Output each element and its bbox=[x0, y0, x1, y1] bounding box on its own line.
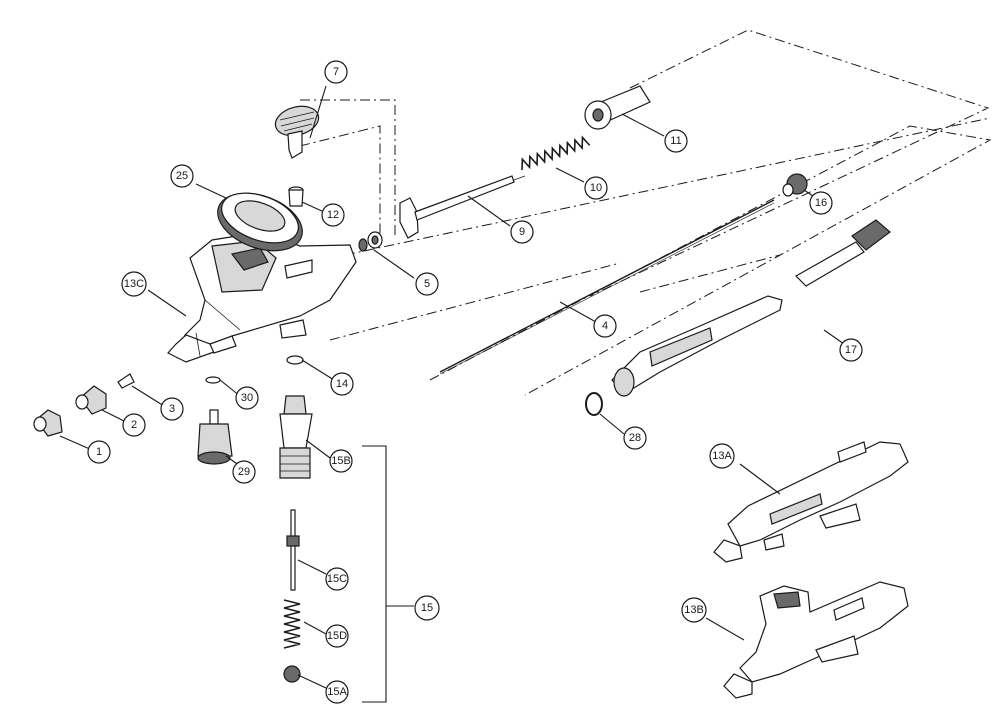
washer-5 bbox=[358, 231, 383, 252]
callout-label: 13C bbox=[124, 278, 144, 290]
callout-9: 9 bbox=[510, 220, 534, 244]
callout-label: 15B bbox=[331, 455, 351, 467]
o-ring-14 bbox=[286, 355, 304, 365]
callout-label: 9 bbox=[519, 226, 525, 238]
o-ring-30 bbox=[205, 376, 221, 384]
callout-25: 25 bbox=[170, 164, 194, 188]
chucking-nut-16 bbox=[782, 173, 808, 197]
callout-15: 15 bbox=[414, 595, 440, 621]
nozzle-3 bbox=[117, 373, 135, 389]
callout-label: 7 bbox=[333, 66, 339, 78]
callout-label: 13B bbox=[684, 604, 704, 616]
callout-30: 30 bbox=[235, 386, 259, 410]
callout-7: 7 bbox=[324, 60, 348, 84]
needle-guide-9 bbox=[399, 175, 526, 239]
callout-16: 16 bbox=[809, 191, 833, 215]
callout-2: 2 bbox=[122, 413, 146, 437]
callout-29: 29 bbox=[232, 460, 256, 484]
callout-4: 4 bbox=[593, 314, 617, 338]
callout-label: 13A bbox=[712, 450, 732, 462]
valve-29 bbox=[197, 409, 233, 465]
callout-15d: 15D bbox=[325, 624, 349, 648]
o-ring-28 bbox=[585, 392, 603, 416]
callout-13a: 13A bbox=[709, 443, 735, 469]
callout-5: 5 bbox=[415, 272, 439, 296]
callout-label: 16 bbox=[815, 197, 827, 209]
handle-17 bbox=[611, 219, 891, 397]
callout-label: 30 bbox=[241, 392, 253, 404]
callout-3: 3 bbox=[160, 397, 184, 421]
cup-lid-25 bbox=[217, 192, 303, 252]
callout-1: 1 bbox=[87, 440, 111, 464]
bracket-15 bbox=[362, 445, 387, 703]
callout-10: 10 bbox=[584, 176, 608, 200]
callout-13c: 13C bbox=[121, 271, 147, 297]
callout-label: 14 bbox=[336, 378, 348, 390]
nozzle-cap-1 bbox=[33, 409, 63, 437]
body-13a bbox=[713, 441, 909, 563]
callout-15a: 15A bbox=[325, 680, 349, 704]
valve-assembly-15 bbox=[279, 395, 313, 683]
valve-stem-12 bbox=[288, 186, 304, 207]
callout-13b: 13B bbox=[681, 597, 707, 623]
callout-15b: 15B bbox=[329, 449, 353, 473]
callout-label: 29 bbox=[238, 466, 250, 478]
head-2 bbox=[75, 385, 107, 415]
callout-label: 3 bbox=[169, 403, 175, 415]
callout-label: 15A bbox=[327, 686, 347, 698]
callout-label: 28 bbox=[629, 432, 641, 444]
spring-guide-11 bbox=[584, 85, 651, 130]
callout-label: 5 bbox=[424, 278, 430, 290]
callout-17: 17 bbox=[839, 338, 863, 362]
needle-4 bbox=[439, 199, 775, 375]
callout-label: 15D bbox=[327, 630, 347, 642]
callout-label: 4 bbox=[602, 320, 608, 332]
callout-label: 17 bbox=[845, 344, 857, 356]
callout-label: 15 bbox=[421, 602, 433, 614]
callout-14: 14 bbox=[330, 372, 354, 396]
callout-label: 10 bbox=[590, 182, 602, 194]
assembly-guide-lines bbox=[299, 29, 992, 396]
body-13b bbox=[723, 581, 909, 699]
callout-label: 2 bbox=[131, 419, 137, 431]
callout-label: 25 bbox=[176, 170, 188, 182]
callout-label: 1 bbox=[96, 446, 102, 458]
callout-15c: 15C bbox=[325, 567, 349, 591]
callout-label: 12 bbox=[327, 209, 339, 221]
callout-11: 11 bbox=[664, 129, 688, 153]
callout-label: 11 bbox=[670, 135, 681, 147]
body-13c bbox=[167, 231, 357, 363]
callout-label: 15C bbox=[327, 573, 347, 585]
spring-10 bbox=[521, 135, 591, 171]
callout-12: 12 bbox=[321, 203, 345, 227]
callout-28: 28 bbox=[623, 426, 647, 450]
trigger-7 bbox=[274, 105, 320, 159]
